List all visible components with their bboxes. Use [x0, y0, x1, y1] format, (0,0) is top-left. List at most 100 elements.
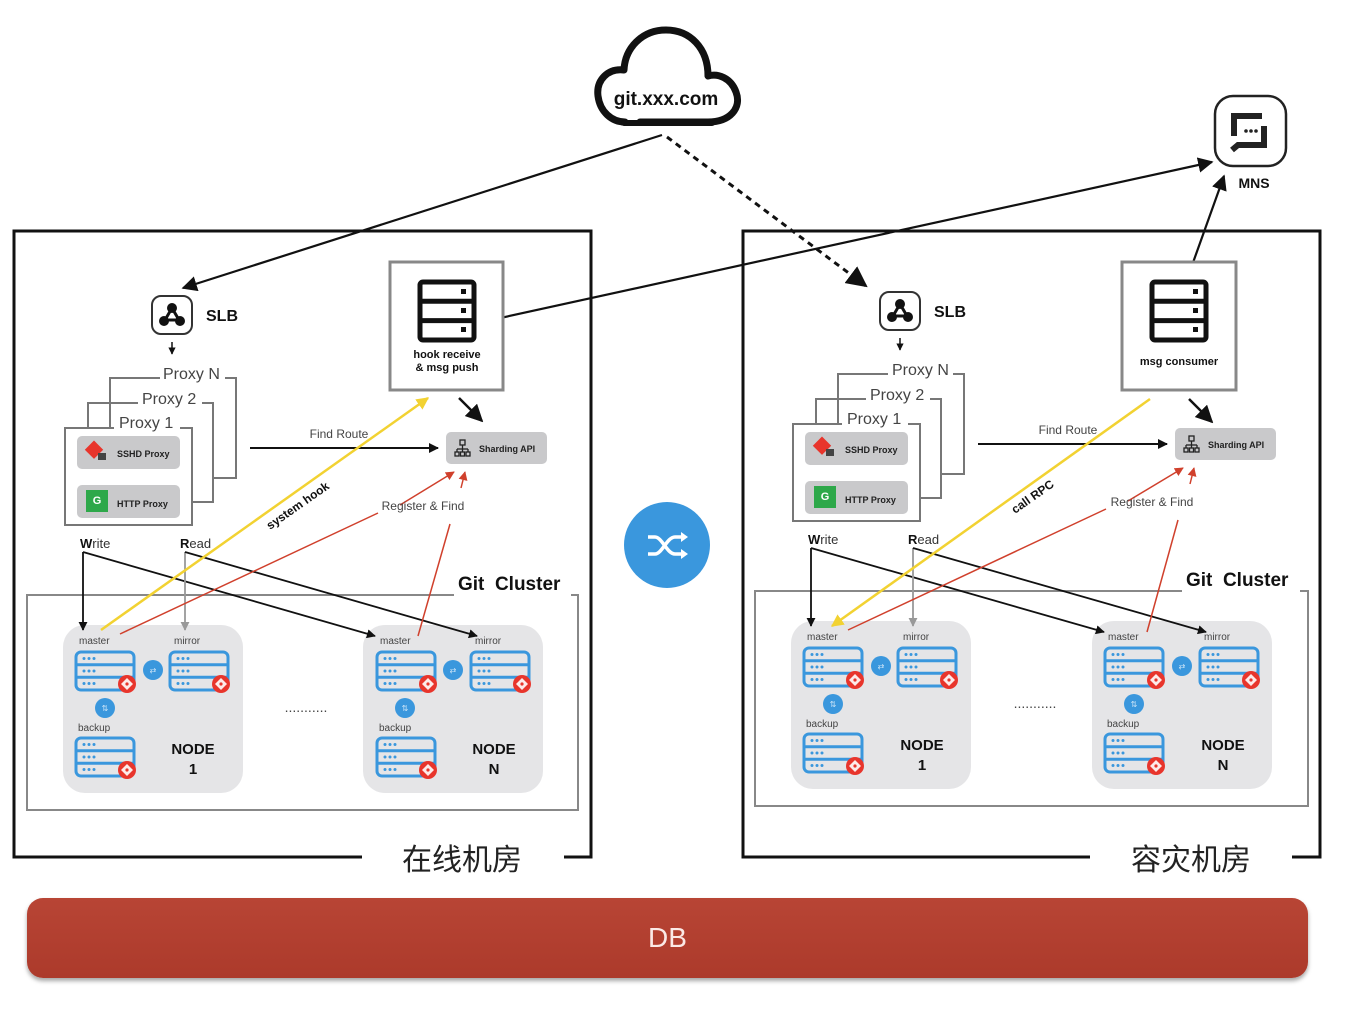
svg-text:1: 1	[918, 757, 926, 774]
write-label: Write	[808, 532, 838, 547]
svg-text:NODE: NODE	[472, 741, 515, 758]
backup-sync-icon	[395, 698, 415, 718]
sshd-proxy-box: SSHD Proxy	[77, 436, 180, 469]
svg-text:⇅: ⇅	[830, 700, 837, 709]
datacenter-online: 在线机房 SLB Proxy N Proxy 2 Proxy 1 SSHD Pr…	[12, 229, 593, 877]
svg-text:⇅: ⇅	[1131, 700, 1138, 709]
node-1: master mirror ⇄ ⇅ backup NODE 1	[63, 625, 243, 793]
slb-label: SLB	[206, 308, 238, 325]
svg-text:mirror: mirror	[174, 636, 201, 647]
svg-text:NODE: NODE	[1201, 737, 1244, 754]
datacenter-name: 在线机房	[402, 844, 522, 877]
svg-text:& msg push: & msg push	[416, 362, 479, 374]
replicate-icon	[1172, 656, 1192, 676]
svg-text:⇄: ⇄	[450, 666, 457, 675]
svg-text:⇅: ⇅	[102, 704, 109, 713]
proxy-2-label: Proxy 2	[870, 387, 924, 404]
svg-text:HTTP Proxy: HTTP Proxy	[845, 495, 896, 505]
svg-text:SSHD Proxy: SSHD Proxy	[845, 445, 898, 455]
cloud-to-slb-dr-dashed-arrow	[666, 135, 868, 288]
master-server-icon	[802, 646, 866, 691]
hook-receive-box: hook receive & msg push	[388, 260, 505, 392]
system-hook-label: system hook	[264, 479, 332, 533]
mns-label: MNS	[1238, 175, 1269, 191]
node-1: master mirror ⇄ ⇅ backup NODE 1	[791, 621, 971, 789]
msg-consumer-box: msg consumer	[1120, 260, 1238, 392]
proxy-1-label: Proxy 1	[847, 411, 901, 428]
datacenter-disaster-recovery: 容灾机房 SLB Proxy N Proxy 2 Proxy 1 SSHD Pr…	[741, 229, 1322, 877]
replicate-icon	[871, 656, 891, 676]
mns-icon	[1213, 94, 1288, 168]
svg-text:msg consumer: msg consumer	[1140, 356, 1219, 368]
svg-text:Sharding API: Sharding API	[479, 444, 535, 454]
svg-text:⇄: ⇄	[1179, 662, 1186, 671]
register-find-label: Register & Find	[1111, 495, 1194, 509]
find-route-label: Find Route	[1039, 423, 1098, 437]
svg-text:hook receive: hook receive	[413, 349, 480, 361]
master-server-icon	[1103, 646, 1167, 691]
http-proxy-box: G HTTP Proxy	[805, 481, 908, 514]
register-find-label: Register & Find	[382, 499, 465, 513]
http-proxy-box: G HTTP Proxy	[77, 485, 180, 518]
svg-text:⇅: ⇅	[402, 704, 409, 713]
svg-text:NODE: NODE	[900, 737, 943, 754]
slb-icon	[150, 294, 194, 336]
hook-to-mns-arrow	[481, 157, 1214, 324]
svg-text:mirror: mirror	[1204, 632, 1231, 643]
svg-text:Sharding API: Sharding API	[1208, 440, 1264, 450]
write-label: Write	[80, 536, 110, 551]
svg-text:backup: backup	[379, 723, 412, 734]
mns-to-consumer-arrow	[1188, 174, 1227, 272]
sshd-proxy-box: SSHD Proxy	[805, 432, 908, 465]
svg-text:master: master	[1108, 632, 1139, 643]
proxy-n-label: Proxy N	[892, 362, 949, 379]
node-n: master mirror ⇄ ⇅ backup NODE N	[1092, 621, 1272, 789]
replicate-icon	[143, 660, 163, 680]
backup-sync-icon	[1124, 694, 1144, 714]
master-server-icon	[74, 650, 138, 695]
shuffle-icon	[624, 502, 710, 588]
replicate-icon	[443, 660, 463, 680]
svg-text:HTTP Proxy: HTTP Proxy	[117, 499, 168, 509]
backup-server-icon	[802, 732, 866, 777]
internet-domain-label: git.xxx.com	[614, 89, 719, 110]
node-n: master mirror ⇄ ⇅ backup NODE N	[363, 625, 543, 793]
backup-server-icon	[375, 736, 439, 781]
svg-text:⇄: ⇄	[150, 666, 157, 675]
backup-sync-icon	[95, 698, 115, 718]
svg-text:mirror: mirror	[903, 632, 930, 643]
svg-text:SSHD Proxy: SSHD Proxy	[117, 449, 170, 459]
backup-server-icon	[1103, 732, 1167, 777]
svg-text:master: master	[380, 636, 411, 647]
mirror-server-icon	[896, 646, 960, 691]
proxy-1-label: Proxy 1	[119, 415, 173, 432]
svg-text:master: master	[807, 632, 838, 643]
sharding-api-box: Sharding API	[1175, 428, 1276, 460]
slb-icon	[878, 290, 922, 332]
read-label: Read	[908, 532, 939, 547]
slb-label: SLB	[934, 304, 966, 321]
svg-text:G: G	[821, 491, 830, 503]
svg-text:backup: backup	[78, 723, 111, 734]
mirror-server-icon	[1198, 646, 1262, 691]
svg-text:N: N	[1218, 757, 1229, 774]
mirror-server-icon	[168, 650, 232, 695]
sharding-api-box: Sharding API	[446, 432, 547, 464]
nodes-ellipsis: ...........	[285, 699, 328, 715]
svg-text:⇄: ⇄	[878, 662, 885, 671]
find-route-label: Find Route	[310, 427, 369, 441]
svg-text:NODE: NODE	[171, 741, 214, 758]
internet-cloud-icon	[594, 26, 741, 126]
proxy-2-label: Proxy 2	[142, 391, 196, 408]
svg-text:master: master	[79, 636, 110, 647]
svg-text:1: 1	[189, 761, 197, 778]
svg-text:G: G	[93, 495, 102, 507]
cloud-to-slb-online-arrow	[181, 133, 663, 292]
mirror-server-icon	[469, 650, 533, 695]
cluster-title: Git Cluster	[1186, 570, 1289, 591]
backup-server-icon	[74, 736, 138, 781]
svg-text:N: N	[489, 761, 500, 778]
backup-sync-icon	[823, 694, 843, 714]
cluster-title: Git Cluster	[458, 574, 561, 595]
